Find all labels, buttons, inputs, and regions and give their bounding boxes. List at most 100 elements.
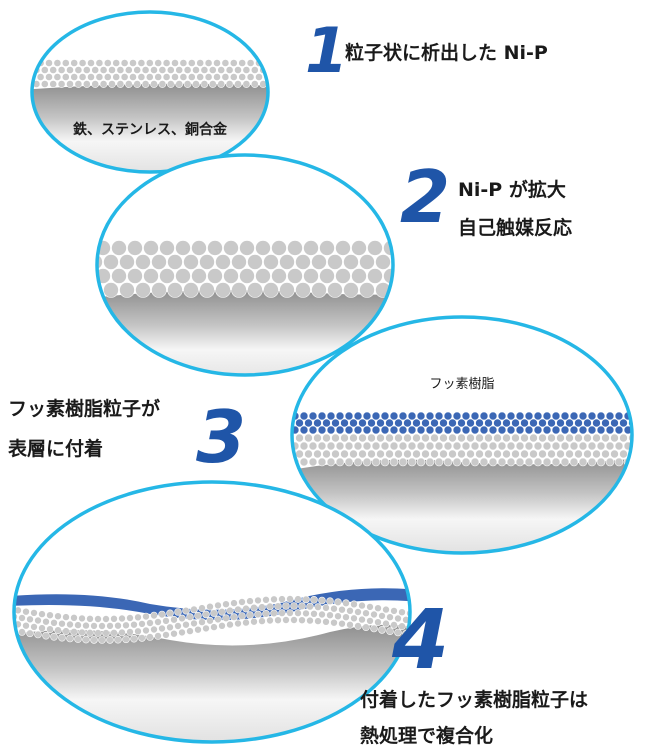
particle [529, 449, 538, 459]
particle [74, 66, 83, 74]
particle [198, 604, 206, 612]
particle [338, 605, 346, 614]
particle [238, 73, 247, 81]
particle [127, 268, 143, 284]
particle [353, 441, 363, 451]
step-3: フッ素樹脂 3 フッ素樹脂粒子が 表層に付着 [8, 315, 634, 555]
particle [116, 80, 125, 88]
particle [158, 80, 167, 88]
particle [95, 73, 104, 81]
magnifier-circle-1 [30, 10, 270, 174]
particle [313, 433, 322, 443]
particle [162, 59, 171, 67]
particle [466, 418, 475, 428]
particle [317, 441, 327, 451]
particle [331, 418, 340, 428]
particle [596, 411, 606, 421]
particle [199, 254, 215, 270]
particle [592, 449, 601, 459]
particle [179, 73, 188, 81]
particle [187, 73, 196, 81]
particle [122, 621, 130, 630]
particle [266, 616, 274, 625]
particle [569, 411, 579, 421]
particle [162, 617, 170, 625]
particle [506, 411, 516, 421]
particle [200, 66, 209, 74]
particle [350, 600, 358, 609]
particle [311, 282, 327, 298]
particle [78, 59, 87, 67]
particle [111, 240, 127, 256]
particle [434, 441, 444, 451]
particle [186, 613, 194, 621]
particle [183, 66, 192, 74]
particle [94, 615, 102, 623]
particle [353, 425, 363, 435]
particle [295, 418, 304, 428]
particle [533, 425, 543, 435]
particle [382, 619, 390, 628]
particle [515, 457, 525, 467]
particle [366, 603, 374, 611]
particle [327, 254, 343, 270]
particle [238, 59, 247, 67]
particle [91, 66, 100, 74]
particle [306, 602, 314, 611]
particle [141, 80, 150, 88]
particle [439, 433, 448, 443]
particle [250, 66, 259, 74]
particle [308, 411, 318, 421]
particle [574, 433, 583, 443]
particle [461, 441, 471, 451]
particle [86, 614, 94, 623]
particle [389, 425, 399, 435]
particle [497, 441, 507, 451]
particle [142, 612, 150, 621]
particle [137, 73, 146, 81]
particle [223, 240, 239, 256]
particle [229, 73, 238, 81]
particle [255, 240, 271, 256]
particle [403, 449, 412, 459]
particle [70, 613, 78, 622]
particle [533, 457, 543, 467]
particle [114, 621, 122, 630]
particle [66, 634, 74, 643]
particle [303, 240, 319, 256]
particle [53, 73, 62, 81]
particle [215, 254, 231, 270]
particle [319, 268, 335, 284]
particle [45, 59, 53, 67]
particle [416, 425, 426, 435]
particle [258, 603, 266, 611]
particle [130, 620, 138, 629]
particle [349, 418, 358, 428]
particle [143, 240, 159, 256]
particle [601, 433, 610, 443]
particle [238, 598, 246, 606]
particle [326, 441, 336, 451]
particle [443, 425, 453, 435]
particle [229, 59, 238, 67]
particle [78, 628, 86, 637]
particle [158, 66, 167, 74]
particle [230, 613, 238, 621]
particle [461, 425, 471, 435]
particle [538, 433, 547, 443]
particle [394, 449, 403, 459]
particle [242, 80, 251, 88]
particle [302, 595, 310, 604]
particle [191, 268, 207, 284]
particle [120, 73, 129, 81]
particle [493, 433, 502, 443]
particle [138, 620, 146, 628]
particle [362, 411, 372, 421]
particle [271, 240, 287, 256]
composite-top-4 [14, 588, 410, 621]
particle [524, 411, 534, 421]
particle [335, 268, 351, 284]
particle [183, 254, 199, 270]
particle [506, 441, 516, 451]
particle [434, 457, 444, 467]
